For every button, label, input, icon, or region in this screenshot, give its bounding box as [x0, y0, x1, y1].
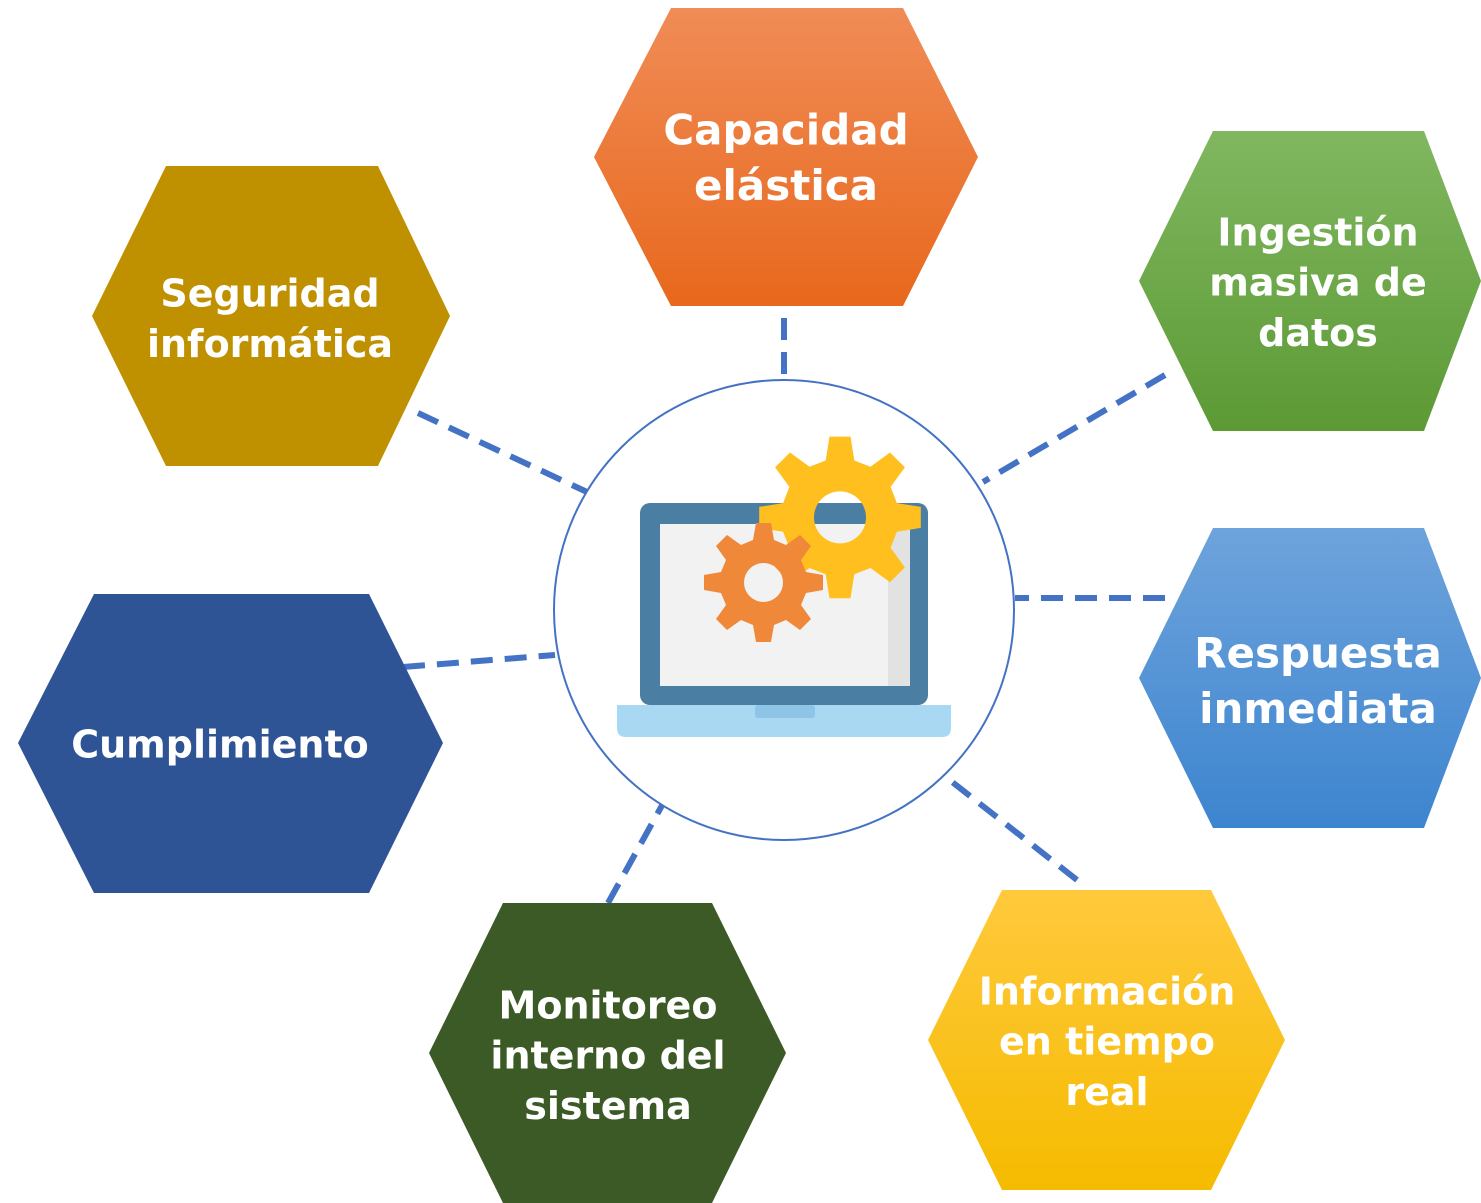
- hexagon-respuesta-line-0: Respuesta: [1194, 628, 1442, 677]
- hexagon-ingestion-line-1: masiva de: [1209, 261, 1427, 305]
- hexagon-monitoreo-line-0: Monitoreo: [499, 984, 718, 1028]
- hexagon-ingestion-line-0: Ingestión: [1217, 211, 1418, 255]
- hexagon-monitoreo-shape: [429, 903, 786, 1203]
- hexagon-capacidad-label: Capacidad elástica: [663, 105, 908, 209]
- hexagon-ingestion-label: Ingestión masiva de datos: [1209, 211, 1427, 355]
- hexagon-seguridad: Seguridad informática: [92, 166, 450, 466]
- connector-ingestion: [981, 372, 1167, 485]
- hexagon-capacidad-line-0: Capacidad: [663, 105, 908, 154]
- laptop-screen-shade: [888, 524, 910, 686]
- hexagon-respuesta-shape: [1139, 528, 1481, 828]
- hexagon-seguridad-shape: [92, 166, 450, 466]
- hexagon-informacion-shape: [928, 890, 1285, 1190]
- hexagon-capacidad-shape: [594, 8, 978, 306]
- hexagon-ingestion-line-2: datos: [1258, 311, 1378, 355]
- hexagon-cumplimiento-line-0: Cumplimiento: [71, 723, 369, 767]
- connector-seguridad: [416, 410, 589, 495]
- hexagon-seguridad-line-1: informática: [147, 322, 393, 366]
- connector-cumplimiento: [402, 652, 556, 670]
- hexagon-capacidad: Capacidad elástica: [594, 8, 978, 306]
- connector-monitoreo: [605, 798, 668, 905]
- hexagon-cumplimiento-label: Cumplimiento: [71, 723, 369, 767]
- hexagon-respuesta-line-1: inmediata: [1199, 684, 1437, 733]
- hexagon-respuesta-label: Respuesta inmediata: [1194, 628, 1442, 732]
- connector-informacion: [940, 771, 1079, 883]
- hexagon-respuesta: Respuesta inmediata: [1139, 528, 1481, 828]
- hexagon-cumplimiento-shape: [18, 594, 443, 893]
- hexagon-informacion: Información en tiempo real: [928, 890, 1285, 1190]
- hexagon-monitoreo-label: Monitoreo interno del sistema: [490, 984, 725, 1128]
- laptop-base-notch: [755, 705, 815, 718]
- hexagon-informacion-line-2: real: [1065, 1070, 1148, 1114]
- hexagon-ingestion: Ingestión masiva de datos: [1139, 131, 1481, 431]
- hexagon-capacidad-line-1: elástica: [694, 161, 878, 210]
- hexagon-informacion-line-0: Información: [979, 970, 1236, 1014]
- hexagon-informacion-line-1: en tiempo: [999, 1020, 1215, 1064]
- connectors: [402, 318, 1167, 905]
- hexagon-nodes: Capacidad elástica Ingestión masiva de dato…: [18, 8, 1481, 1203]
- hexagon-monitoreo-line-2: sistema: [524, 1084, 691, 1128]
- hexagon-monitoreo-line-1: interno del: [490, 1034, 725, 1078]
- hexagon-monitoreo: Monitoreo interno del sistema: [429, 903, 786, 1203]
- laptop-gears-icon: [617, 436, 951, 737]
- gear-icon-small: [704, 523, 823, 642]
- hexagon-ingestion-shape: [1139, 131, 1481, 431]
- hexagon-informacion-label: Información en tiempo real: [979, 970, 1236, 1114]
- hexagon-seguridad-line-0: Seguridad: [160, 272, 379, 316]
- hexagon-seguridad-label: Seguridad informática: [147, 272, 393, 366]
- hexagon-cumplimiento: Cumplimiento: [18, 594, 443, 893]
- laptop-base: [617, 705, 951, 737]
